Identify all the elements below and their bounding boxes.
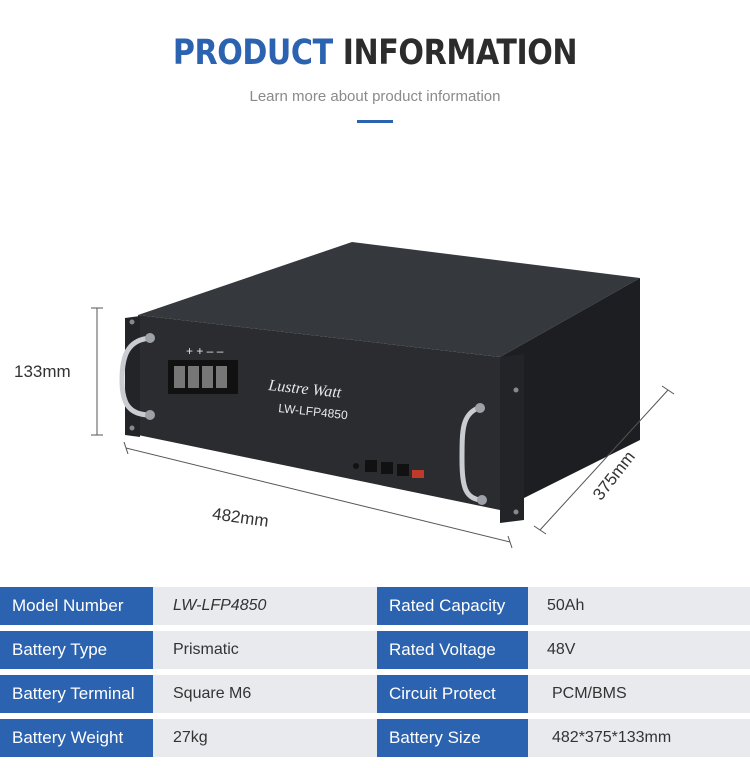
- title-accent: PRODUCT: [172, 33, 333, 73]
- dim-line-width: [125, 447, 511, 543]
- screw-icon: [513, 509, 519, 515]
- handle-right: [459, 405, 481, 503]
- rj45-port-icon: [397, 464, 409, 476]
- spec-label: Circuit Protect: [377, 675, 528, 713]
- spec-value: Prismatic: [173, 641, 239, 658]
- rack-ear-left: [125, 316, 140, 437]
- page-title: PRODUCT INFORMATION: [53, 33, 698, 73]
- screw-icon: [129, 319, 135, 325]
- table-row: Battery Weight 27kg Battery Size 482*375…: [0, 719, 750, 757]
- spec-label: Battery Type: [0, 631, 153, 669]
- handle-mount-icon: [475, 403, 485, 413]
- spec-value: 48V: [547, 641, 576, 658]
- terminal-icon: [174, 366, 185, 388]
- battery-illustration: + + – – Lustre Watt LW-LFP4850: [91, 242, 675, 549]
- rack-ear-right: [500, 354, 524, 523]
- section-header: PRODUCT INFORMATION Learn more about pro…: [0, 0, 750, 140]
- spec-label: Rated Voltage: [377, 631, 528, 669]
- screw-icon: [513, 387, 519, 393]
- terminal-polarity-label: + + – –: [186, 344, 224, 358]
- spec-label: Battery Size: [377, 719, 528, 757]
- table-row: Battery Terminal Square M6 Circuit Prote…: [0, 675, 750, 713]
- spec-label: Battery Weight: [0, 719, 153, 757]
- port-icon: [353, 463, 359, 469]
- handle-mount-icon: [145, 333, 155, 343]
- terminal-icon: [188, 366, 199, 388]
- battery-top-face: [138, 242, 640, 357]
- battery-side-face: [500, 278, 640, 510]
- handle-mount-icon: [145, 410, 155, 420]
- spec-value: PCM/BMS: [552, 685, 627, 702]
- spec-value: Square M6: [173, 685, 252, 702]
- spec-label: Rated Capacity: [377, 587, 528, 625]
- spec-value: LW-LFP4850: [173, 597, 267, 614]
- terminal-icon: [202, 366, 213, 388]
- spec-label: Battery Terminal: [0, 675, 153, 713]
- title-main: INFORMATION: [342, 33, 578, 73]
- dip-switch-icon: [412, 470, 424, 478]
- rj45-port-icon: [365, 460, 377, 472]
- rj45-port-icon: [381, 462, 393, 474]
- product-figure: + + – – Lustre Watt LW-LFP4850 133mm 482…: [0, 230, 750, 575]
- dim-line-depth: [539, 389, 669, 531]
- handle-mount-icon: [477, 495, 487, 505]
- spec-value: 482*375*133mm: [552, 729, 672, 746]
- title-underline: [357, 120, 393, 123]
- spec-value: 50Ah: [547, 597, 585, 614]
- screw-icon: [129, 425, 135, 431]
- table-row: Model Number LW-LFP4850 Rated Capacity 5…: [0, 587, 750, 625]
- spec-label: Model Number: [0, 587, 153, 625]
- terminal-icon: [216, 366, 227, 388]
- spec-table: Model Number LW-LFP4850 Rated Capacity 5…: [0, 585, 750, 768]
- table-row: Battery Type Prismatic Rated Voltage 48V: [0, 631, 750, 669]
- handle-left: [119, 335, 151, 418]
- spec-value: 27kg: [173, 729, 208, 746]
- page-subtitle: Learn more about product information: [249, 88, 501, 105]
- height-dimension-label: 133mm: [14, 362, 71, 381]
